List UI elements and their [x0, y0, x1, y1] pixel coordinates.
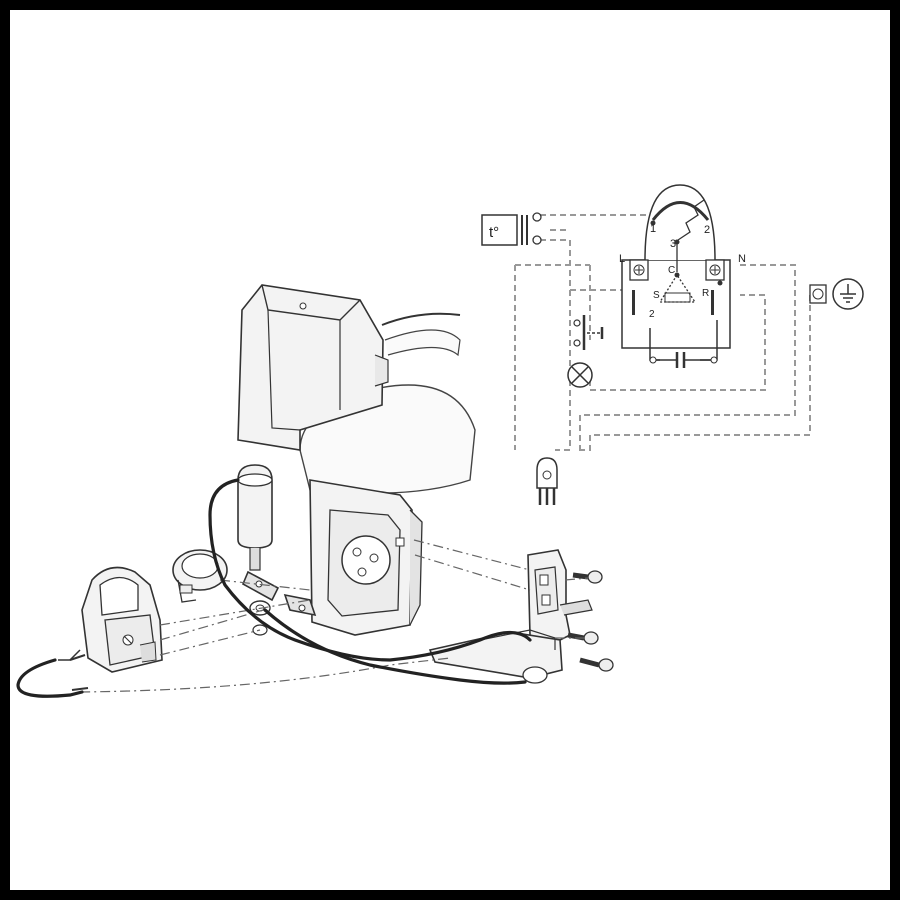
relay-terminal-3: 3 — [670, 238, 676, 250]
ptc-start-relay — [58, 566, 163, 673]
relay-terminal-1: 1 — [650, 223, 656, 235]
start-label: S — [653, 290, 660, 301]
run-capacitor — [237, 464, 280, 602]
screw-1 — [572, 570, 603, 584]
wiring-diagram: t° 1 2 3 L N — [16, 184, 864, 698]
screw-3 — [579, 657, 614, 672]
overload-protector — [172, 549, 228, 603]
diagram-canvas: t° 1 2 3 L N — [10, 10, 890, 890]
mounting-bracket — [309, 479, 423, 636]
door-switch-symbol — [573, 315, 604, 350]
neutral-terminal-label: N — [738, 253, 746, 265]
relay-terminal-2: 2 — [704, 224, 710, 236]
line-terminal-label: L — [619, 253, 625, 265]
washer-nut — [249, 600, 271, 636]
screws — [567, 570, 614, 672]
terminal-cover — [237, 284, 389, 451]
thermostat-symbol: t° — [481, 212, 542, 246]
run-label: R — [702, 288, 709, 299]
ground-symbol — [809, 278, 864, 310]
lamp-symbol — [567, 362, 593, 388]
electrical-schematic: t° 1 2 3 L N — [481, 184, 864, 505]
exploded-assembly — [16, 284, 614, 698]
relay-block: 1 2 3 L N C S R 2 — [619, 184, 746, 368]
power-cables — [16, 478, 532, 698]
common-label: C — [668, 265, 675, 276]
mains-plug-symbol — [536, 457, 558, 505]
terminal-block — [527, 549, 593, 646]
schematic-wires — [514, 214, 811, 451]
cable-clip — [283, 593, 317, 617]
thermostat-label: t° — [489, 224, 499, 241]
pin-2-label: 2 — [649, 309, 655, 320]
cable-clamp — [428, 629, 563, 684]
thermostat-box — [481, 214, 518, 246]
